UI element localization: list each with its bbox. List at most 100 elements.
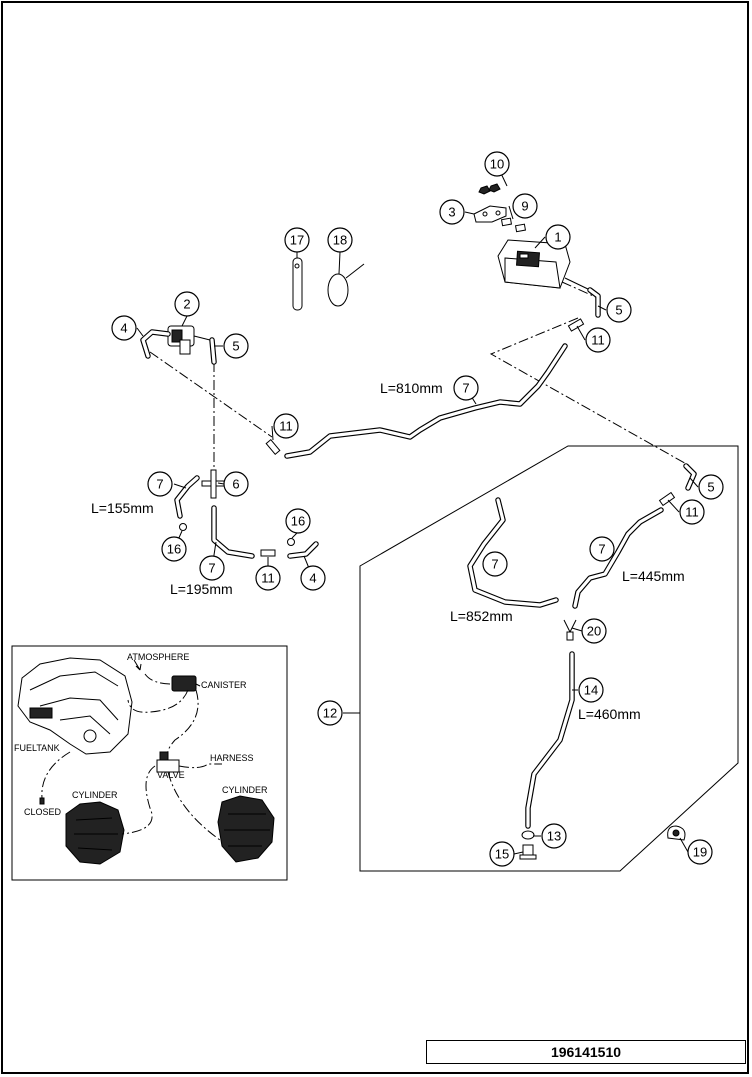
callout-7-810: 7 xyxy=(453,375,479,401)
callout-5-left: 5 xyxy=(223,333,249,359)
svg-text:5: 5 xyxy=(615,303,622,318)
svg-text:16: 16 xyxy=(291,514,305,529)
svg-text:2: 2 xyxy=(183,297,190,312)
callout-13: 13 xyxy=(541,823,567,849)
hose-4-bottom xyxy=(287,541,319,559)
svg-text:7: 7 xyxy=(462,381,469,396)
hose-460-part-14 xyxy=(525,651,575,829)
leader-lines xyxy=(136,164,699,855)
callout-18: 18 xyxy=(327,227,353,253)
purge-valve-part-2 xyxy=(167,325,211,355)
svg-text:5: 5 xyxy=(707,480,714,495)
connector-part-11-a xyxy=(265,439,281,455)
svg-text:13: 13 xyxy=(547,829,561,844)
svg-text:12: 12 xyxy=(323,706,337,721)
svg-text:11: 11 xyxy=(279,419,293,434)
length-label-445: L=445mm xyxy=(622,568,685,584)
callout-17: 17 xyxy=(284,227,310,253)
svg-text:14: 14 xyxy=(584,683,598,698)
cylinder-left-illustration xyxy=(65,801,125,865)
svg-text:5: 5 xyxy=(232,339,239,354)
hose-195-part-7 xyxy=(211,505,255,559)
label-valve: VALVE xyxy=(157,770,185,780)
bracket-part-3 xyxy=(473,205,507,223)
callout-15: 15 xyxy=(489,841,515,867)
hose-810-part-7 xyxy=(284,343,568,459)
strap-part-17 xyxy=(292,257,303,311)
hose-155-part-7 xyxy=(174,475,200,519)
canister-part-1 xyxy=(497,239,591,291)
label-canister: CANISTER xyxy=(201,680,247,690)
callout-4-top: 4 xyxy=(111,315,137,341)
hose-5-right-top xyxy=(587,287,601,318)
system-schematic-inset: ATMOSPHERE CANISTER FUELTANK HARNESS VAL… xyxy=(11,645,288,881)
fuel-tank-illustration xyxy=(17,657,133,755)
clamp-part-16-b xyxy=(287,538,295,546)
valve-illustration xyxy=(156,751,180,773)
svg-text:6: 6 xyxy=(232,477,239,492)
hose-445-part-7 xyxy=(572,507,664,609)
svg-text:9: 9 xyxy=(521,199,528,214)
svg-text:15: 15 xyxy=(495,847,509,862)
svg-text:7: 7 xyxy=(156,477,163,492)
label-closed: CLOSED xyxy=(24,807,62,817)
callout-16-right: 16 xyxy=(285,508,311,534)
callout-7-445: 7 xyxy=(589,536,615,562)
length-label-195: L=195mm xyxy=(170,581,233,597)
callout-19: 19 xyxy=(687,839,713,865)
callout-11-bottom: 11 xyxy=(255,565,281,591)
label-atmosphere: ATMOSPHERE xyxy=(127,652,189,662)
holder-part-19 xyxy=(667,825,686,841)
callout-7-155: 7 xyxy=(147,471,173,497)
cable-tie-part-18 xyxy=(327,263,365,307)
label-cylinder-left: CYLINDER xyxy=(72,790,118,800)
route-line-left xyxy=(149,351,273,438)
label-cylinder-right: CYLINDER xyxy=(222,785,268,795)
length-label-460: L=460mm xyxy=(578,706,641,722)
svg-text:16: 16 xyxy=(167,542,181,557)
svg-text:1: 1 xyxy=(554,230,561,245)
hose-5-right-bottom xyxy=(683,463,697,491)
nut-part-10 xyxy=(478,183,501,195)
connector-part-11-c xyxy=(260,549,276,557)
svg-text:7: 7 xyxy=(598,542,605,557)
callout-11-mid: 11 xyxy=(273,413,299,439)
callout-20: 20 xyxy=(581,618,607,644)
route-line-canister-5 xyxy=(561,281,601,300)
svg-text:11: 11 xyxy=(261,571,275,586)
t-piece-part-6 xyxy=(201,469,225,499)
svg-text:19: 19 xyxy=(693,845,707,860)
svg-text:17: 17 xyxy=(290,233,304,248)
length-label-852: L=852mm xyxy=(450,608,513,624)
hose-4-top xyxy=(140,329,171,359)
callout-7-195: 7 xyxy=(199,555,225,581)
callout-5-right-bottom: 5 xyxy=(698,474,724,500)
route-line-right xyxy=(489,317,691,467)
label-harness: HARNESS xyxy=(210,753,254,763)
callout-11-right: 11 xyxy=(679,499,705,525)
svg-text:10: 10 xyxy=(490,157,504,172)
cylinder-right-illustration xyxy=(217,795,275,863)
callout-12: 12 xyxy=(317,700,343,726)
svg-text:3: 3 xyxy=(448,205,455,220)
svg-text:11: 11 xyxy=(591,333,605,348)
callout-5-right-top: 5 xyxy=(606,297,632,323)
callout-14: 14 xyxy=(578,677,604,703)
callout-6: 6 xyxy=(223,471,249,497)
length-label-810: L=810mm xyxy=(380,380,443,396)
callout-7-852: 7 xyxy=(482,551,508,577)
connector-part-11-d xyxy=(658,491,676,507)
svg-text:11: 11 xyxy=(685,505,699,520)
clip-part-9 xyxy=(500,217,527,233)
svg-text:4: 4 xyxy=(120,321,127,336)
callout-11-top: 11 xyxy=(585,327,611,353)
kit-12-outline xyxy=(359,445,739,872)
clamp-part-13 xyxy=(521,830,535,840)
clamp-part-16-a xyxy=(179,523,187,531)
svg-text:20: 20 xyxy=(587,624,601,639)
y-piece-part-20 xyxy=(563,619,577,641)
canister-illustration xyxy=(171,675,201,692)
svg-text:4: 4 xyxy=(309,571,316,586)
